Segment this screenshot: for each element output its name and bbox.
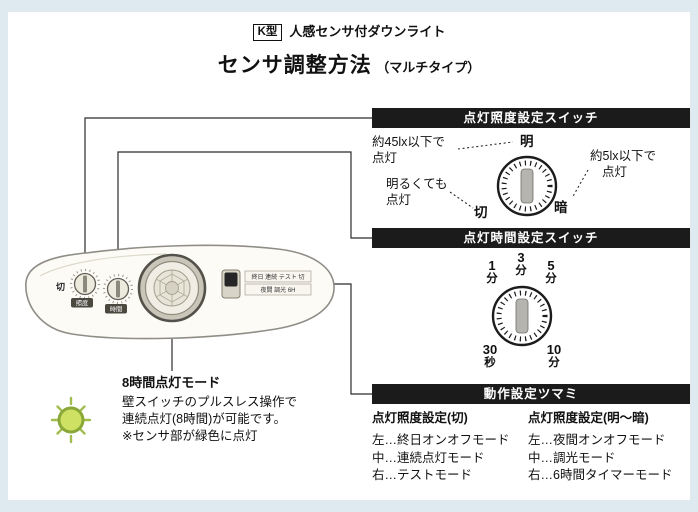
annotation-5lx: 約5lx以下で 点灯: [590, 149, 656, 179]
illuminance-knob: [69, 268, 101, 300]
page-title-suffix: （マルチタイプ）: [376, 60, 481, 75]
switch-label-row1: 終日 連続 テスト 切: [251, 273, 304, 281]
green-indicator-icon: [50, 396, 92, 444]
operation-left-heading: 点灯照度設定(切): [372, 411, 468, 425]
page-title: センサ調整方法: [217, 54, 372, 77]
time-knob: [102, 273, 134, 305]
operation-right-heading: 点灯照度設定(明～暗): [528, 411, 649, 425]
eight-hour-note-heading: 8時間点灯モード: [122, 375, 221, 390]
operation-left-column: 点灯照度設定(切) 左…終日オンオフモード 中…連続点灯モード 右…テストモード: [372, 407, 530, 485]
eight-hour-note-line3: ※センサ部が緑色に点灯: [122, 429, 258, 443]
leader-45lx: [457, 141, 514, 150]
header: K型人感センサ付ダウンライト: [0, 21, 698, 41]
dial1-label-off: 切: [474, 205, 488, 220]
knob2-chip-label: 時間: [110, 306, 122, 313]
page-title-row: センサ調整方法 （マルチタイプ）: [0, 49, 698, 79]
dial1-label-bright: 明: [520, 134, 534, 149]
switch-label-row2: 夜間 調光 6H: [260, 286, 295, 294]
eight-hour-note-line1: 壁スイッチのプルスレス操作で: [122, 395, 298, 409]
switch-label-row1-box: [244, 270, 312, 283]
operation-right-item-1: 左…夜間オンオフモード: [528, 433, 666, 447]
knob1-chip-label: 照度: [76, 299, 88, 307]
operation-right-item-3: 右…6時間タイマーモード: [528, 468, 673, 482]
time-label-1min: 1 分: [486, 258, 498, 285]
time-label-3min: 3 分: [515, 250, 527, 277]
dial2-ticks: [496, 290, 548, 342]
annotation-bright: 明るくても 点灯: [386, 177, 448, 207]
product-name: 人感センサ付ダウンライト: [289, 24, 446, 39]
device-rim-highlight: [39, 253, 167, 277]
operation-right-item-2: 中…調光モード: [528, 450, 616, 465]
sensor-facets: [155, 270, 189, 306]
type-badge: K型: [252, 24, 283, 41]
dial2-knob-handle: [515, 298, 529, 334]
time-label-30sec: 30 秒: [482, 342, 498, 369]
line-knob1-to-illuminance-header: [84, 117, 372, 268]
glow-rays: [50, 396, 92, 444]
annotation-45lx: 約45lx以下で 点灯: [372, 135, 445, 165]
operation-slide-switch: [221, 269, 241, 299]
eight-hour-note: 8時間点灯モード 壁スイッチのプルスレス操作で 連続点灯(8時間)が可能です。 …: [122, 374, 297, 445]
time-dial: [491, 285, 553, 347]
illuminance-dial: [496, 155, 558, 217]
motion-sensor-dome: [137, 253, 207, 323]
leader-bright: [449, 191, 474, 209]
operation-left-item-3: 右…テストモード: [372, 468, 473, 482]
eight-hour-note-line2: 連続点灯(8時間)が可能です。: [122, 412, 287, 426]
switch-label-row2-box: [244, 283, 312, 296]
knob1-chip-bg: [71, 298, 93, 308]
line-knob2-to-time-header: [117, 151, 372, 273]
dial1-knob-handle: [520, 168, 534, 204]
operation-left-item-1: 左…終日オンオフモード: [372, 433, 510, 447]
section-header-operation: 動作設定ツマミ: [372, 384, 690, 404]
time-label-5min: 5 分: [545, 258, 557, 285]
dial1-label-dark: 暗: [554, 200, 568, 215]
section-header-illuminance: 点灯照度設定スイッチ: [372, 108, 690, 128]
knob1-side-label: 切: [56, 282, 65, 292]
leader-5lx: [571, 169, 589, 199]
device-illustration: 切 照度 時間: [25, 244, 335, 340]
green-lamp: [57, 406, 85, 434]
operation-left-item-2: 中…連続点灯モード: [372, 450, 485, 465]
dial1-ticks: [501, 160, 553, 212]
time-label-10min: 10 分: [546, 342, 562, 369]
knob2-chip-bg: [105, 304, 127, 314]
operation-right-column: 点灯照度設定(明～暗) 左…夜間オンオフモード 中…調光モード 右…6時間タイマ…: [528, 407, 686, 485]
section-header-time: 点灯時間設定スイッチ: [372, 228, 690, 248]
